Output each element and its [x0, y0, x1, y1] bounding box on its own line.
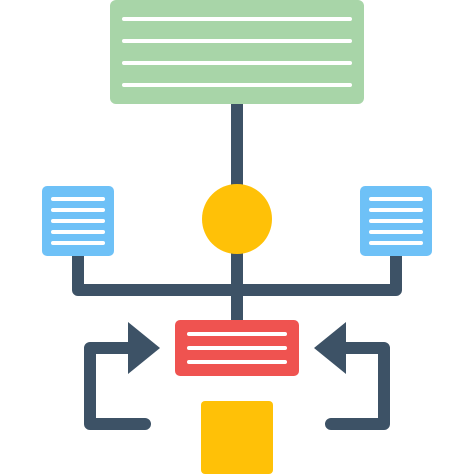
left-document-lines	[51, 197, 105, 245]
top-document-box	[110, 0, 364, 104]
right-arrow-icon	[128, 322, 160, 374]
right-document-lines	[369, 197, 423, 245]
top-document-lines	[122, 17, 352, 87]
bottom-yellow-square	[201, 401, 273, 474]
connector-left-loop	[84, 342, 151, 430]
red-box-lines	[187, 332, 287, 364]
connector-horizontal-bus	[72, 244, 402, 296]
left-arrow-icon	[314, 322, 346, 374]
left-document-box	[42, 186, 114, 256]
connector-lines	[72, 94, 402, 430]
center-circle-node	[202, 184, 272, 254]
connector-right-loop	[325, 342, 390, 430]
right-document-box	[360, 186, 432, 256]
bottom-red-box	[175, 320, 299, 376]
